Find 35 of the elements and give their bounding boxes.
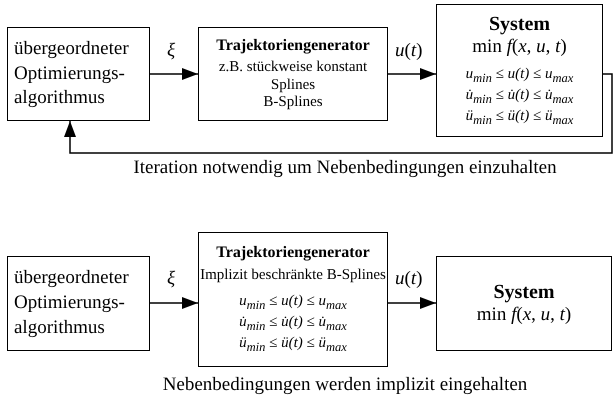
block-box — [436, 256, 612, 351]
arrow — [150, 297, 198, 309]
arrow — [388, 68, 436, 80]
constraint-formula: ü$_{min}$ ≤ ü(t) ≤ ü$_{max}$ — [466, 107, 574, 128]
arrow — [64, 73, 613, 154]
node-text: Implizit beschränkte B-Splines — [200, 266, 386, 284]
node-text: z.B. stückweise konstant — [218, 59, 368, 77]
edge-label: u(t) — [393, 40, 424, 62]
arrow — [150, 68, 198, 80]
block-box — [436, 4, 603, 137]
caption-text: Iteration notwendig um Nebenbedingungen einzuhalten — [133, 157, 557, 179]
arrow — [388, 297, 436, 309]
constraint-formula: u$_{min}$ ≤ u(t) ≤ u$_{max}$ — [239, 292, 347, 313]
block-box — [198, 232, 388, 367]
edge-label: u(t) — [393, 268, 424, 290]
block-box — [7, 27, 150, 121]
node-heading: System — [488, 12, 550, 36]
caption-text: Nebenbedingungen werden implizit eingehalten — [162, 374, 528, 396]
node-text: B-Splines — [263, 94, 323, 112]
block-box — [198, 27, 388, 121]
node-heading: Trajektoriengenerator — [216, 244, 370, 263]
block-box — [7, 256, 150, 351]
node-heading: System — [493, 281, 555, 304]
constraint-formula: u$_{min}$ ≤ u(t) ≤ u$_{max}$ — [466, 65, 574, 86]
node-text: Splines — [270, 76, 316, 94]
constraint-formula: ü$_{min}$ ≤ ü(t) ≤ ü$_{max}$ — [239, 334, 347, 355]
constraint-formula: u̇$_{min}$ ≤ u̇(t) ≤ u̇$_{max}$ — [239, 312, 347, 334]
edge-label: ξ — [165, 40, 178, 62]
node-text: übergeordneter Optimierungs- algorithmus — [13, 36, 130, 110]
formula: min f(x, u, t) — [472, 36, 567, 58]
formula: min f(x, u, t) — [476, 304, 572, 326]
constraint-formula: u̇$_{min}$ ≤ u̇(t) ≤ u̇$_{max}$ — [466, 86, 574, 108]
node-text: übergeordneter Optimierungs- algorithmus — [13, 266, 130, 340]
node-heading: Trajektoriengenerator — [216, 36, 370, 56]
edge-label: ξ — [165, 268, 178, 290]
